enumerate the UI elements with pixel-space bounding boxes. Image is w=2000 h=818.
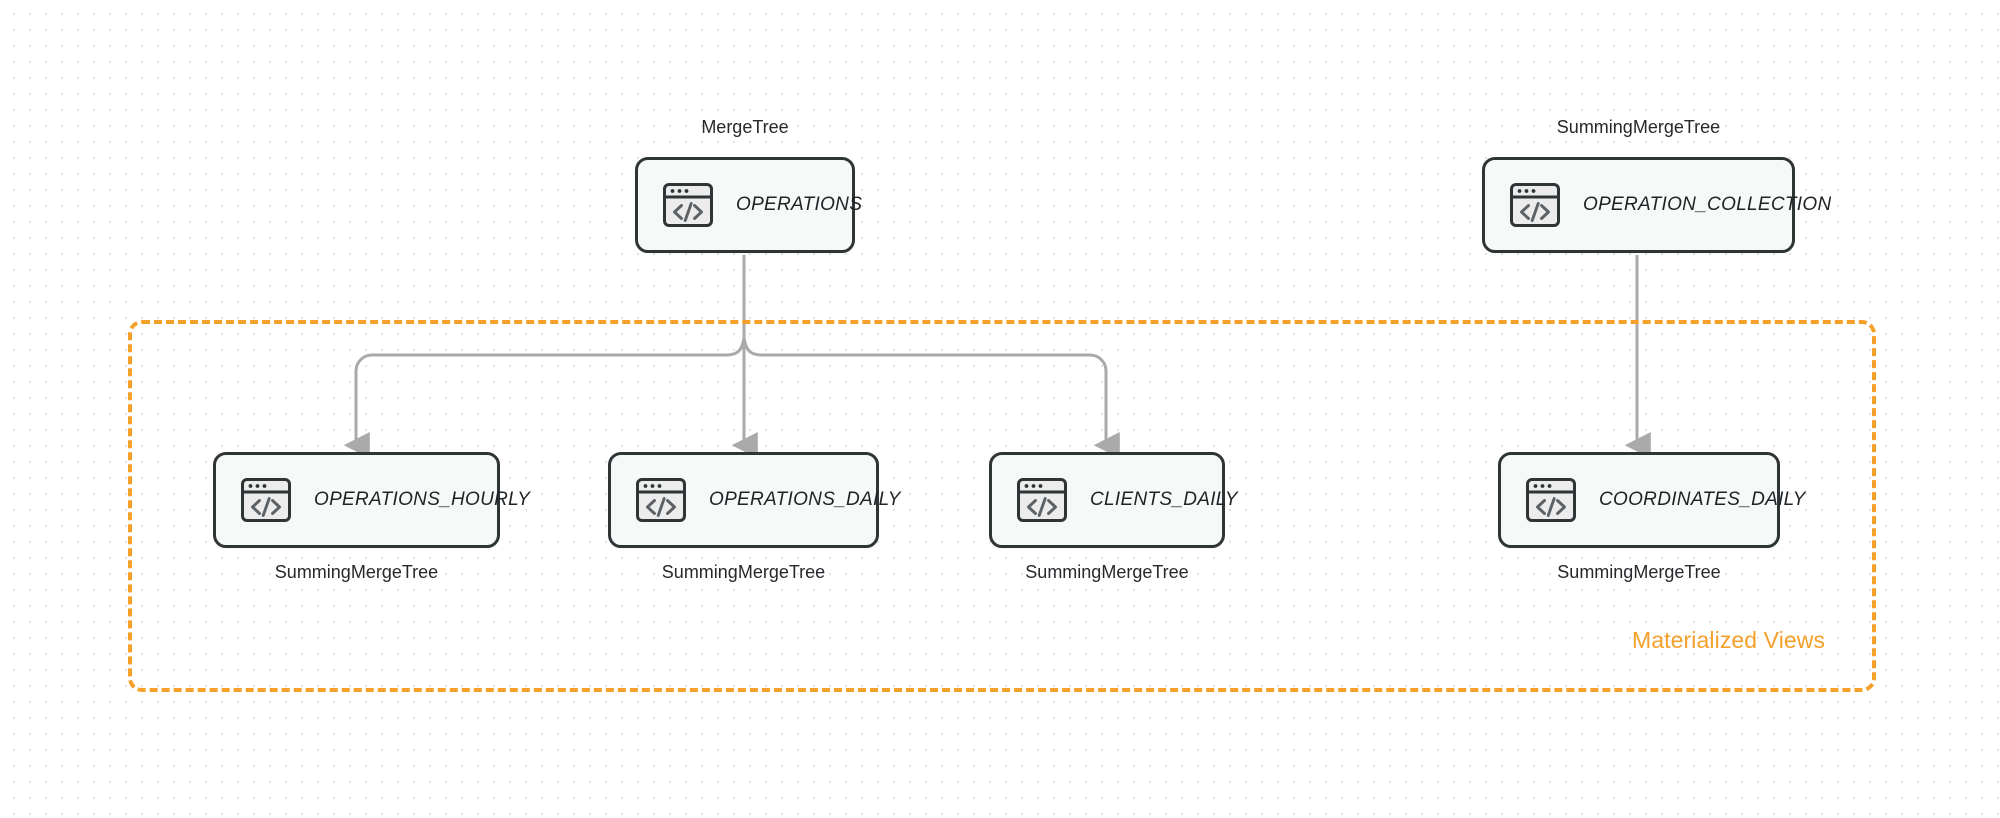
node-clients-daily-label: CLIENTS_DAILY xyxy=(1090,489,1238,510)
node-clients-daily[interactable]: CLIENTS_DAILY SummingMergeTree xyxy=(989,452,1238,582)
node-clients-daily-box[interactable]: CLIENTS_DAILY xyxy=(989,452,1238,548)
code-window-icon xyxy=(1509,179,1561,231)
code-window-icon xyxy=(635,474,687,526)
node-operations-daily[interactable]: OPERATIONS_DAILY SummingMergeTree xyxy=(608,452,900,582)
code-window-icon xyxy=(1525,474,1577,526)
node-coordinates-daily[interactable]: COORDINATES_DAILY SummingMergeTree xyxy=(1498,452,1805,582)
node-operations-daily-label: OPERATIONS_DAILY xyxy=(709,489,901,510)
node-operation-collection-label: OPERATION_COLLECTION xyxy=(1583,194,1832,215)
node-operations-engine-caption: MergeTree xyxy=(701,117,789,137)
node-coordinates-daily-engine-caption: SummingMergeTree xyxy=(1557,562,1721,582)
node-coordinates-daily-box[interactable]: COORDINATES_DAILY xyxy=(1498,452,1805,548)
node-operations-hourly-label: OPERATIONS_HOURLY xyxy=(314,489,531,510)
code-window-icon xyxy=(240,474,292,526)
node-operations-hourly-box[interactable]: OPERATIONS_HOURLY xyxy=(213,452,530,548)
node-operations-daily-engine-caption: SummingMergeTree xyxy=(661,562,826,582)
materialized-views-group-label: Materialized Views xyxy=(1632,627,1826,653)
node-operation-collection-box[interactable]: OPERATION_COLLECTION xyxy=(1482,157,1831,253)
materialized-views-group xyxy=(128,320,1876,692)
node-operation-collection[interactable]: SummingMergeTree OPERATION_COLLECTION xyxy=(1482,117,1831,253)
node-operations-hourly-engine-caption: SummingMergeTree xyxy=(274,562,439,582)
code-window-icon xyxy=(662,179,714,231)
node-coordinates-daily-label: COORDINATES_DAILY xyxy=(1599,489,1806,510)
node-clients-daily-engine-caption: SummingMergeTree xyxy=(1025,562,1189,582)
node-operation-collection-engine-caption: SummingMergeTree xyxy=(1556,117,1721,137)
code-window-icon xyxy=(1016,474,1068,526)
node-operations-box[interactable]: OPERATIONS xyxy=(635,157,862,253)
node-operations-daily-box[interactable]: OPERATIONS_DAILY xyxy=(608,452,900,548)
node-operations-label: OPERATIONS xyxy=(736,194,863,215)
node-operations-hourly[interactable]: OPERATIONS_HOURLY SummingMergeTree xyxy=(213,452,530,582)
node-operations[interactable]: MergeTree OPERATIONS xyxy=(635,117,862,253)
